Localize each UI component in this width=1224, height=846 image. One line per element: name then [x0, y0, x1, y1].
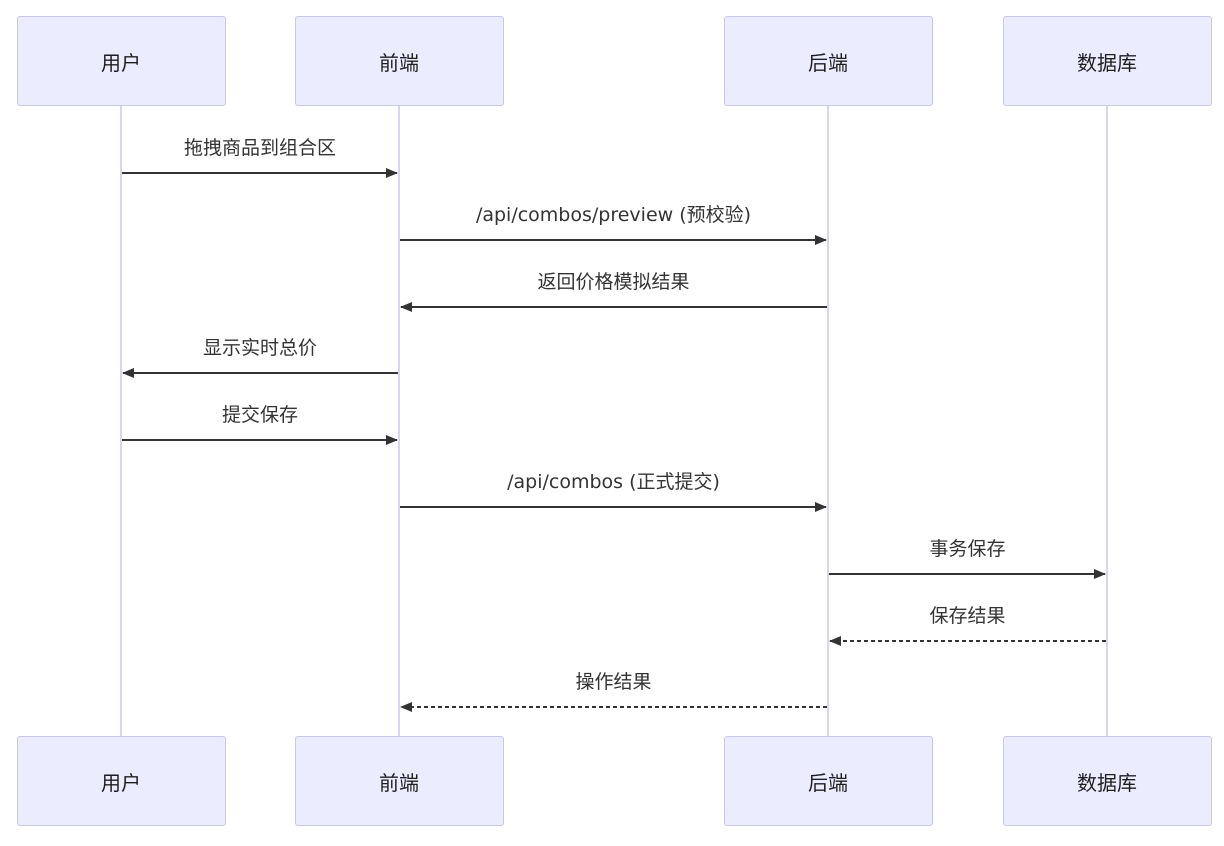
actor-user-bottom: 用户	[16, 736, 226, 826]
message-label-2: /api/combos/preview (预校验)	[475, 204, 752, 226]
actor-backend-top: 后端	[723, 16, 933, 106]
actor-db-top: 数据库	[1002, 16, 1212, 106]
actor-label: 前端	[379, 50, 419, 75]
actor-label: 用户	[101, 770, 141, 795]
actor-label: 前端	[379, 770, 419, 795]
message-label-7: 事务保存	[929, 538, 1006, 560]
message-label-4: 显示实时总价	[202, 337, 318, 359]
actor-label: 用户	[101, 50, 141, 75]
actor-user-top: 用户	[16, 16, 226, 106]
message-label-6: /api/combos (正式提交)	[507, 471, 720, 493]
actor-frontend-bottom: 前端	[294, 736, 504, 826]
actor-frontend-top: 前端	[294, 16, 504, 106]
message-label-8: 保存结果	[929, 605, 1006, 627]
actor-label: 数据库	[1077, 50, 1137, 75]
message-label-9: 操作结果	[575, 671, 652, 693]
actor-label: 后端	[808, 770, 848, 795]
actor-db-bottom: 数据库	[1002, 736, 1212, 826]
actor-label: 后端	[808, 50, 848, 75]
message-label-3: 返回价格模拟结果	[537, 271, 690, 293]
message-label-1: 拖拽商品到组合区	[183, 137, 337, 159]
actor-backend-bottom: 后端	[723, 736, 933, 826]
actor-label: 数据库	[1077, 770, 1137, 795]
message-label-5: 提交保存	[221, 404, 299, 426]
